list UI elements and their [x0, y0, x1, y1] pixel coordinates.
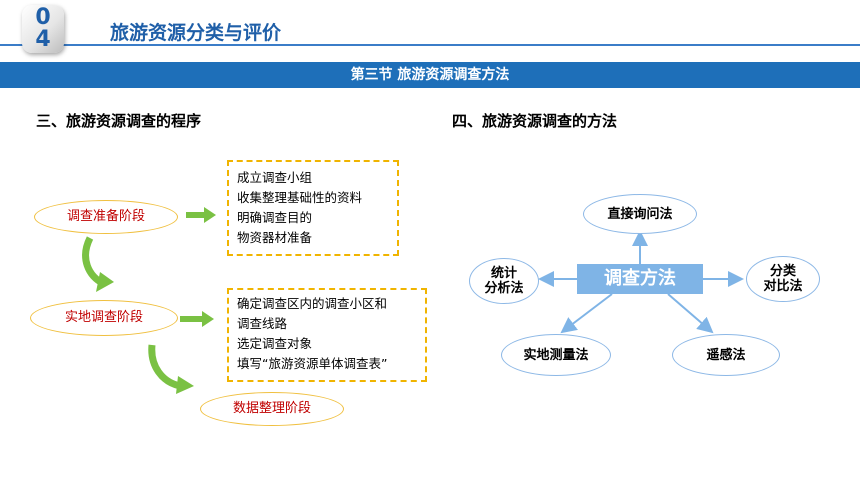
- curved-arrow-down-icon: [82, 236, 114, 292]
- field-survey-detail: 选定调查对象: [237, 336, 313, 351]
- method-direct-inquiry-label: 直接询问法: [607, 206, 673, 222]
- method-statistical-label-1: 统计: [490, 266, 517, 281]
- stage-data-processing: 数据整理阶段: [200, 392, 344, 426]
- chapter-number-digit-2: 4: [35, 27, 51, 52]
- arrow-to-remote-sensing: [667, 293, 714, 334]
- preparation-details-box: 成立调查小组 收集整理基础性的资料 明确调查目的 物资器材准备: [227, 160, 399, 256]
- method-remote-sensing-label: 遥感法: [706, 347, 746, 363]
- method-comparison: 分类 对比法: [746, 256, 820, 302]
- arrow-right-icon: [186, 207, 216, 223]
- chapter-number-digit-1: 0: [35, 5, 51, 30]
- stage-field-survey: 实地调查阶段: [30, 300, 178, 336]
- field-survey-detail: 调查线路: [237, 316, 288, 331]
- field-survey-detail: 确定调查区内的调查小区和: [237, 296, 388, 311]
- method-statistical: 统计 分析法: [469, 258, 539, 304]
- arrow-to-field-survey: [560, 293, 613, 334]
- procedure-heading: 三、旅游资源调查的程序: [36, 112, 202, 130]
- method-comparison-label-2: 对比法: [763, 279, 803, 294]
- method-statistical-label-2: 分析法: [484, 281, 524, 296]
- preparation-detail: 明确调查目的: [237, 210, 313, 225]
- preparation-detail: 物资器材准备: [237, 230, 313, 245]
- method-remote-sensing: 遥感法: [672, 334, 780, 376]
- method-direct-inquiry: 直接询问法: [583, 194, 697, 234]
- preparation-detail: 收集整理基础性的资料: [237, 190, 363, 205]
- chapter-number-badge: 0 4: [22, 5, 64, 53]
- method-field-survey-label: 实地测量法: [523, 347, 589, 363]
- methods-center: 调查方法: [577, 264, 703, 294]
- field-survey-details-box: 确定调查区内的调查小区和 调查线路 选定调查对象 填写“旅游资源单体调查表”: [227, 288, 427, 382]
- method-field-survey: 实地测量法: [501, 334, 611, 376]
- methods-heading: 四、旅游资源调查的方法: [452, 112, 618, 130]
- stage-preparation: 调查准备阶段: [34, 200, 178, 234]
- arrow-right-icon: [180, 311, 214, 327]
- preparation-detail: 成立调查小组: [237, 170, 313, 185]
- section-title-bar: 第三节 旅游资源调查方法: [0, 62, 860, 88]
- chapter-title: 旅游资源分类与评价: [110, 22, 282, 44]
- field-survey-detail: 填写“旅游资源单体调查表”: [237, 356, 388, 371]
- method-comparison-label-1: 分类: [769, 264, 796, 279]
- header-divider: [0, 44, 860, 46]
- curved-arrow-down-icon: [148, 344, 194, 394]
